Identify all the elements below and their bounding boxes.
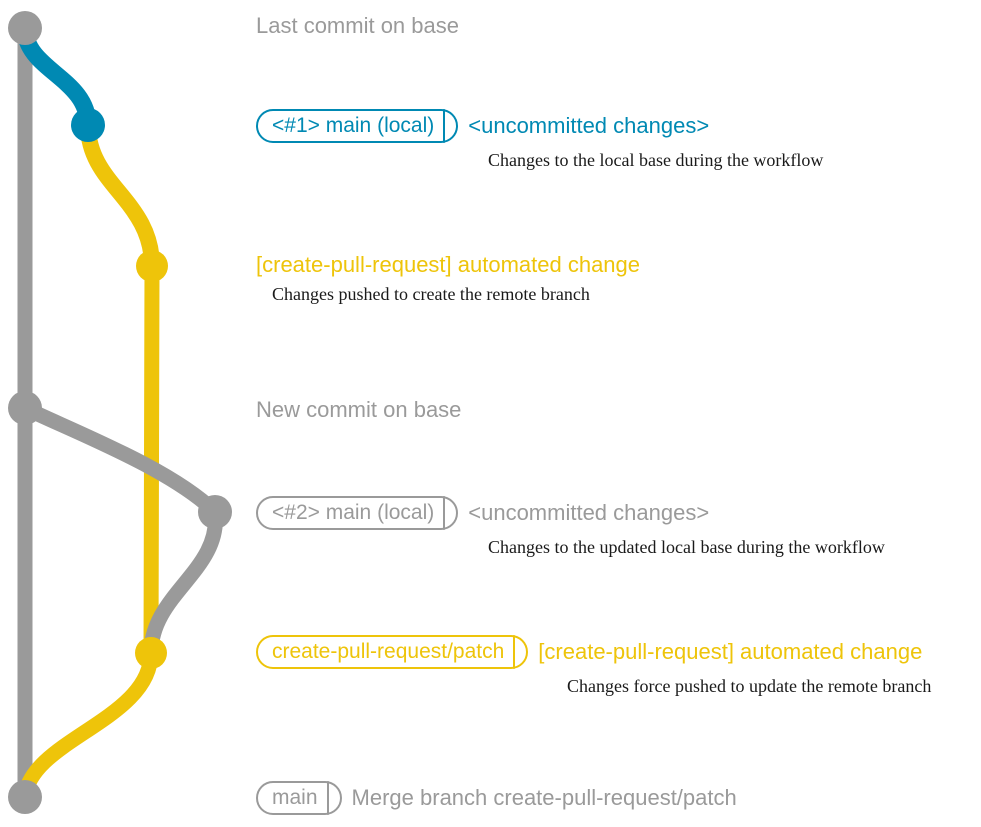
label-automated-change-2: [create-pull-request] automated change bbox=[538, 639, 923, 665]
row-automated-change-2: create-pull-request/patch [create-pull-r… bbox=[256, 635, 931, 698]
label-new-commit-on-base: New commit on base bbox=[256, 397, 462, 422]
description-local-main-1: Changes to the local base during the wor… bbox=[488, 150, 824, 170]
commit-node-merge[interactable] bbox=[8, 780, 42, 814]
edge-local-main-1-to-patch-1 bbox=[80, 117, 160, 274]
row-headline-group: create-pull-request/patch [create-pull-r… bbox=[256, 635, 922, 669]
row-headline-group: <#2> main (local) <uncommitted changes> bbox=[256, 496, 709, 530]
commit-node-patch-2[interactable] bbox=[135, 637, 167, 669]
edge-patch-2-to-merge bbox=[17, 645, 159, 805]
ref-pill-local-main-1[interactable]: <#1> main (local) bbox=[256, 109, 459, 143]
ref-pill-create-pull-request-patch[interactable]: create-pull-request/patch bbox=[256, 635, 529, 669]
row-last-commit-on-base: Last commit on base bbox=[256, 13, 459, 38]
description-local-main-2: Changes to the updated local base during… bbox=[488, 537, 885, 557]
commit-node-base-last[interactable] bbox=[8, 11, 42, 45]
commit-node-patch-1[interactable] bbox=[136, 250, 168, 282]
row-new-commit-on-base: New commit on base bbox=[256, 397, 461, 422]
edge-local-main-2-to-patch-2 bbox=[143, 504, 223, 661]
row-headline-group: Last commit on base bbox=[256, 13, 459, 38]
row-local-main-2: <#2> main (local) <uncommitted changes> … bbox=[256, 496, 885, 559]
label-merge-branch: Merge branch create-pull-request/patch bbox=[351, 785, 737, 811]
row-merge-commit: main Merge branch create-pull-request/pa… bbox=[256, 781, 737, 815]
label-last-commit-on-base: Last commit on base bbox=[256, 13, 459, 38]
label-automated-change-1: [create-pull-request] automated change bbox=[256, 252, 641, 277]
row-automated-change-1: [create-pull-request] automated change C… bbox=[256, 252, 640, 306]
row-local-main-1: <#1> main (local) <uncommitted changes> … bbox=[256, 109, 823, 172]
ref-pill-main[interactable]: main bbox=[256, 781, 342, 815]
commit-node-base-new[interactable] bbox=[8, 391, 42, 425]
row-headline-group: main Merge branch create-pull-request/pa… bbox=[256, 781, 737, 815]
description-automated-change-1: Changes pushed to create the remote bran… bbox=[272, 284, 590, 305]
row-headline-group: New commit on base bbox=[256, 397, 461, 422]
row-headline-group: <#1> main (local) <uncommitted changes> bbox=[256, 109, 709, 143]
commit-node-local-main-2[interactable] bbox=[198, 495, 232, 529]
row-headline-group: [create-pull-request] automated change bbox=[256, 252, 640, 277]
commit-node-local-main-1[interactable] bbox=[71, 108, 105, 142]
ref-pill-local-main-2[interactable]: <#2> main (local) bbox=[256, 496, 459, 530]
edge-base-new-to-local-main-2 bbox=[17, 400, 223, 520]
label-uncommitted-changes-1: <uncommitted changes> bbox=[468, 113, 710, 139]
description-automated-change-2: Changes force pushed to update the remot… bbox=[567, 676, 932, 696]
edge-base-to-local-main-1 bbox=[16, 19, 97, 134]
label-uncommitted-changes-2: <uncommitted changes> bbox=[468, 500, 710, 526]
